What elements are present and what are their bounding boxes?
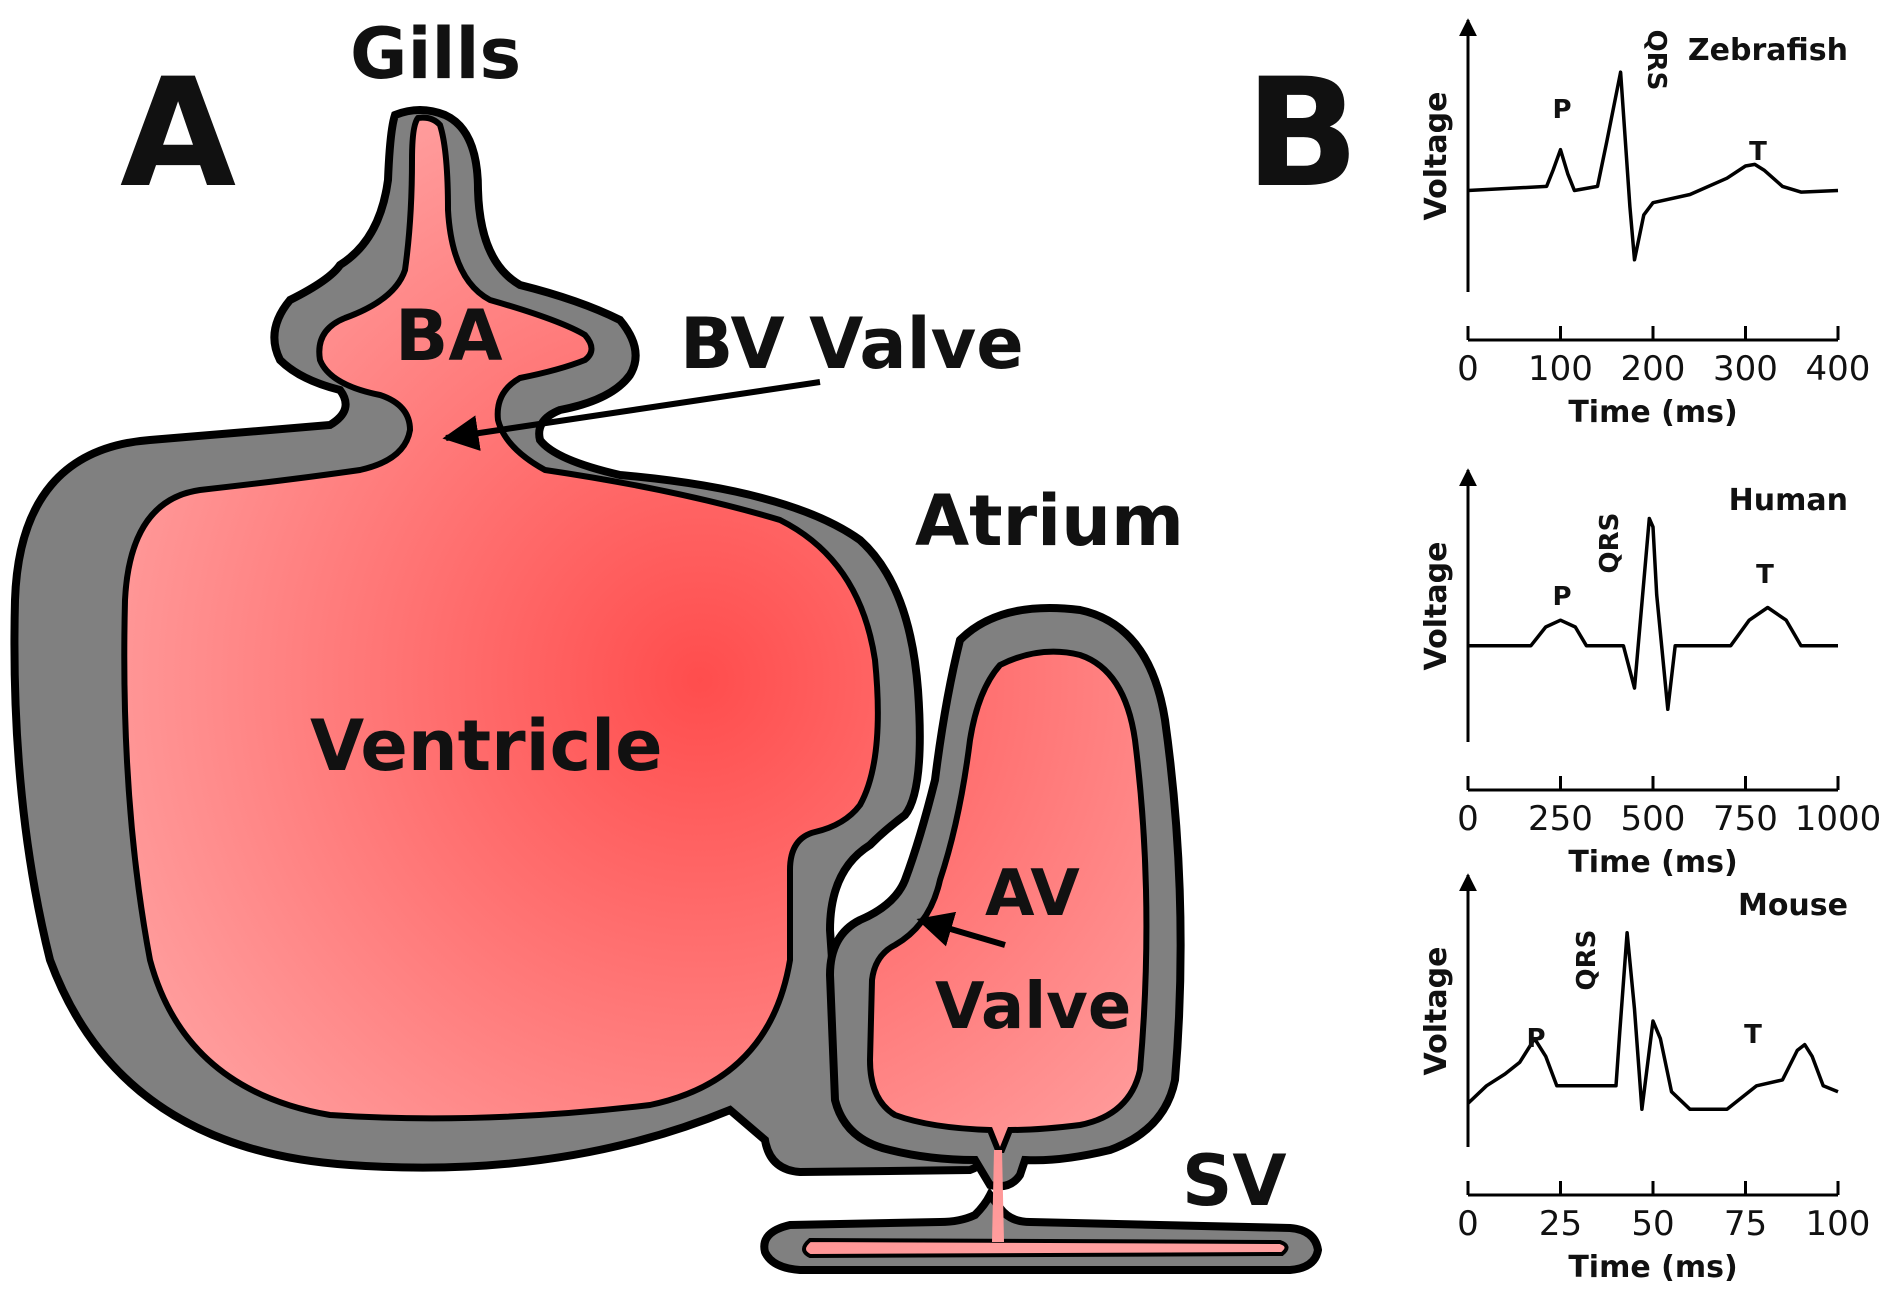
av-valve-arrow <box>916 911 1006 948</box>
x-tick-label: 300 <box>1713 349 1778 389</box>
y-axis-label: Voltage <box>1419 542 1454 671</box>
x-tick-label: 500 <box>1621 799 1686 839</box>
x-tick-label: 25 <box>1539 1204 1582 1244</box>
chart-title: Mouse <box>1738 888 1848 923</box>
x-tick-label: 0 <box>1457 1204 1479 1244</box>
t-wave-label: T <box>1756 560 1774 590</box>
p-wave-label: P <box>1552 95 1571 125</box>
ba-label: BA <box>395 295 503 377</box>
x-tick-label: 200 <box>1621 349 1686 389</box>
x-axis-label: Time (ms) <box>1568 395 1737 430</box>
y-axis-label: Voltage <box>1419 92 1454 221</box>
ventricle-chamber <box>121 114 881 1122</box>
x-tick-label: 75 <box>1724 1204 1767 1244</box>
x-tick-label: 0 <box>1457 349 1479 389</box>
panel-a-label: A <box>120 47 236 221</box>
y-axis-label: Voltage <box>1419 947 1454 1076</box>
chart-title: Zebrafish <box>1688 33 1848 68</box>
x-axis-label: Time (ms) <box>1568 1250 1737 1285</box>
qrs-complex-label: QRS <box>1595 513 1625 574</box>
av-label: AV <box>985 857 1080 931</box>
ventricle-label: Ventricle <box>310 705 663 787</box>
qrs-complex-label: QRS <box>1641 30 1671 91</box>
x-tick-label: 0 <box>1457 799 1479 839</box>
ecg-trace <box>1468 516 1838 712</box>
qrs-complex-label: QRS <box>1572 930 1602 991</box>
x-tick-label: 50 <box>1631 1204 1674 1244</box>
x-axis-label: Time (ms) <box>1568 845 1737 880</box>
p-wave-label: P <box>1552 582 1571 612</box>
x-tick-label: 250 <box>1528 799 1593 839</box>
chart-title: Human <box>1729 483 1848 518</box>
sv-label: SV <box>1182 1140 1287 1222</box>
bv-valve-arrow <box>442 379 821 452</box>
sinus-venosus-chamber <box>802 1237 1289 1259</box>
atrium-label: Atrium <box>915 480 1184 562</box>
panel-b-label: B <box>1245 47 1359 221</box>
gills-label: Gills <box>350 13 521 95</box>
x-tick-label: 100 <box>1528 349 1593 389</box>
t-wave-label: T <box>1744 1020 1762 1050</box>
x-tick-label: 100 <box>1806 1204 1871 1244</box>
atrium-chamber <box>866 648 1150 1153</box>
x-tick-label: 1000 <box>1795 799 1882 839</box>
p-wave-label: P <box>1526 1024 1545 1054</box>
ecg-trace <box>1467 70 1839 262</box>
heart-diagram: A Gills BA BV Valve Atrium Ventricle AV … <box>10 13 1323 1274</box>
bv-valve-label: BV Valve <box>680 303 1024 385</box>
x-tick-label: 750 <box>1713 799 1778 839</box>
x-tick-label: 400 <box>1806 349 1871 389</box>
t-wave-label: T <box>1749 137 1767 167</box>
ecg-trace <box>1466 930 1839 1112</box>
valve-label: Valve <box>935 970 1131 1044</box>
sv-connector-channel <box>992 1150 1004 1242</box>
